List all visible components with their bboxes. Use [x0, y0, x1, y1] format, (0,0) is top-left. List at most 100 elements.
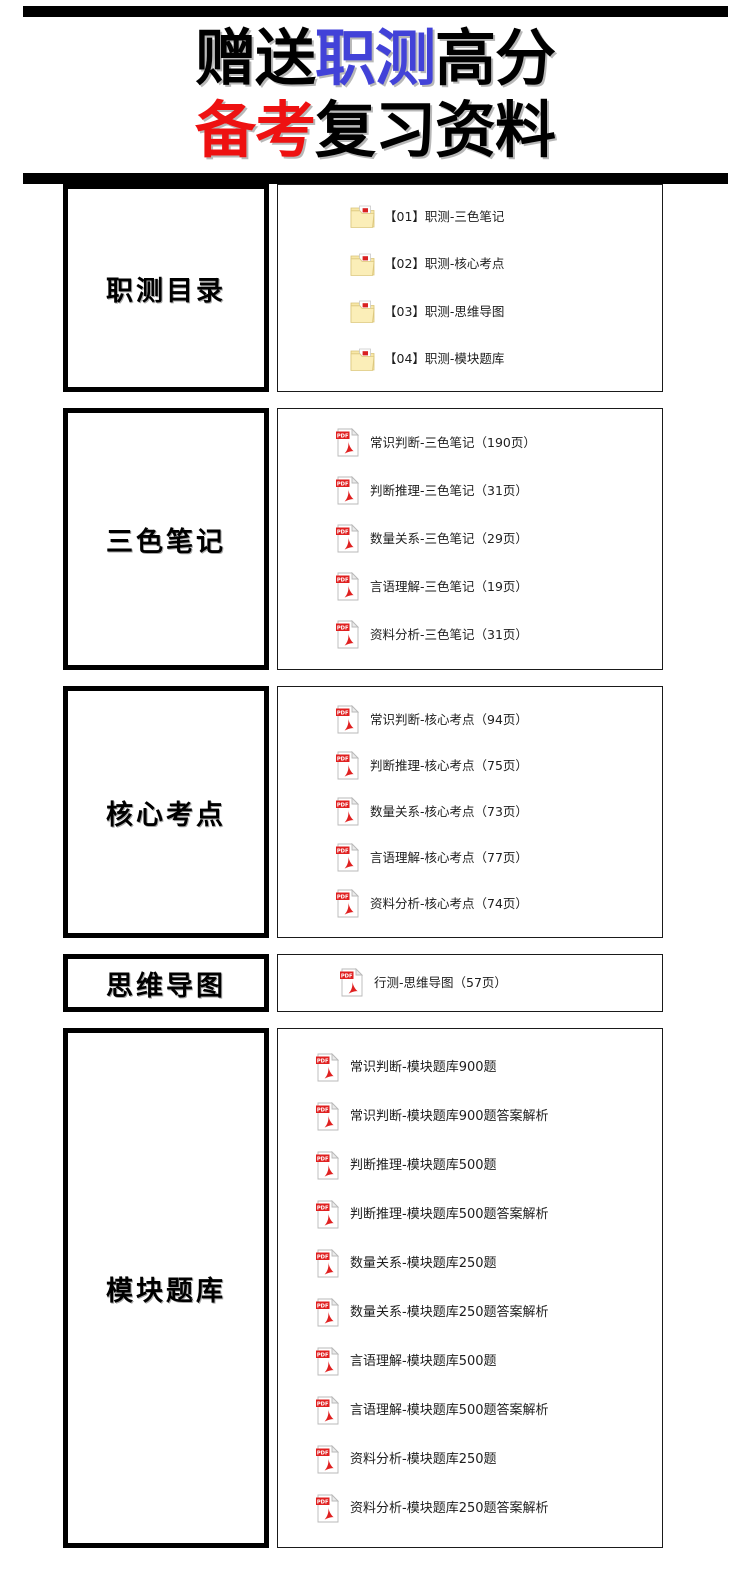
header-rule-top — [22, 6, 728, 17]
svg-text:PDF: PDF — [316, 1107, 328, 1113]
section-label-text: 职测目录 — [106, 275, 226, 307]
pdf-icon: PDF — [306, 1297, 350, 1328]
folder-pdf-icon — [340, 298, 384, 325]
list-item[interactable]: PDF 数量关系-模块题库250题 — [278, 1239, 662, 1288]
list-item[interactable]: PDF 判断推理-模块题库500题 — [278, 1141, 662, 1190]
list-item[interactable]: PDF 数量关系-核心考点（73页） — [278, 789, 662, 835]
section-items-catalog: 【01】职测-三色笔记 【02】职测-核心考点 — [277, 184, 663, 392]
list-item[interactable]: PDF 资料分析-模块题库250题答案解析 — [278, 1484, 662, 1533]
list-item[interactable]: PDF 数量关系-三色笔记（29页） — [278, 515, 662, 563]
list-item[interactable]: PDF 判断推理-模块题库500题答案解析 — [278, 1190, 662, 1239]
svg-text:PDF: PDF — [316, 1352, 328, 1358]
section-label-text: 模块题库 — [106, 1275, 226, 1307]
pdf-icon: PDF — [306, 1150, 350, 1181]
svg-text:PDF: PDF — [336, 529, 348, 535]
svg-text:PDF: PDF — [336, 433, 348, 439]
list-item[interactable]: PDF 常识判断-模块题库900题 — [278, 1043, 662, 1092]
svg-text:PDF: PDF — [336, 625, 348, 631]
pdf-icon: PDF — [326, 572, 370, 602]
svg-text:PDF: PDF — [316, 1303, 328, 1309]
svg-text:PDF: PDF — [316, 1254, 328, 1260]
section-list: 职测目录 【01】职测-三色笔记 — [0, 184, 750, 1548]
list-item[interactable]: PDF 资料分析-核心考点（74页） — [278, 881, 662, 927]
title-block: 赠送职测高分 备考复习资料 — [0, 21, 750, 171]
pdf-icon: PDF — [306, 1199, 350, 1230]
list-item-label: 【04】职测-模块题库 — [384, 351, 505, 367]
promo-header: 赠送职测高分 备考复习资料 — [0, 0, 750, 184]
section-mindmap: 思维导图 PDF 行测-思维导图（57页） — [0, 954, 750, 1012]
list-item-label: 数量关系-三色笔记（29页） — [370, 531, 528, 546]
section-label-mindmap: 思维导图 — [63, 954, 269, 1012]
list-item-label: 常识判断-三色笔记（190页） — [370, 435, 536, 450]
list-item-label: 言语理解-三色笔记（19页） — [370, 579, 528, 594]
svg-text:PDF: PDF — [316, 1058, 328, 1064]
list-item[interactable]: 【04】职测-模块题库 — [278, 336, 662, 384]
list-item-label: 判断推理-模块题库500题 — [350, 1157, 497, 1173]
list-item-label: 资料分析-核心考点（74页） — [370, 896, 528, 911]
pdf-icon: PDF — [326, 751, 370, 781]
list-item[interactable]: PDF 言语理解-模块题库500题 — [278, 1337, 662, 1386]
list-item[interactable]: PDF 常识判断-核心考点（94页） — [278, 697, 662, 743]
list-item-label: 数量关系-模块题库250题 — [350, 1255, 497, 1271]
title-seg-1a: 赠送 — [194, 23, 316, 94]
list-item-label: 【01】职测-三色笔记 — [384, 208, 505, 224]
list-item[interactable]: PDF 行测-思维导图（57页） — [278, 961, 662, 1005]
title-seg-2a: 备考 — [194, 95, 316, 166]
svg-text:PDF: PDF — [316, 1156, 328, 1162]
title-seg-1b: 职测 — [314, 23, 436, 94]
section-label-text: 核心考点 — [106, 799, 226, 831]
title-seg-1c: 高分 — [435, 23, 556, 94]
list-item[interactable]: PDF 常识判断-模块题库900题答案解析 — [278, 1092, 662, 1141]
svg-text:PDF: PDF — [336, 481, 348, 487]
section-label-text: 三色笔记 — [106, 526, 226, 558]
pdf-icon: PDF — [306, 1346, 350, 1377]
pdf-icon: PDF — [326, 428, 370, 458]
section-keypoints: 核心考点 PDF 常识判断-核心考点（94页） — [0, 686, 750, 938]
pdf-icon: PDF — [306, 1101, 350, 1132]
svg-text:PDF: PDF — [336, 894, 348, 900]
list-item[interactable]: PDF 言语理解-模块题库500题答案解析 — [278, 1386, 662, 1435]
section-label-catalog: 职测目录 — [63, 184, 269, 392]
list-item[interactable]: PDF 言语理解-核心考点（77页） — [278, 835, 662, 881]
pdf-icon: PDF — [326, 705, 370, 735]
list-item-label: 言语理解-模块题库500题 — [350, 1353, 497, 1369]
section-items-bank: PDF 常识判断-模块题库900题 PDF 常识判断-模块题库9 — [277, 1028, 663, 1548]
pdf-icon: PDF — [326, 524, 370, 554]
list-item[interactable]: PDF 数量关系-模块题库250题答案解析 — [278, 1288, 662, 1337]
list-item[interactable]: 【02】职测-核心考点 — [278, 241, 662, 289]
pdf-icon: PDF — [306, 1493, 350, 1524]
list-item-label: 判断推理-三色笔记（31页） — [370, 483, 528, 498]
svg-text:PDF: PDF — [336, 577, 348, 583]
list-item-label: 判断推理-模块题库500题答案解析 — [350, 1206, 549, 1222]
pdf-icon: PDF — [326, 620, 370, 650]
list-item-label: 常识判断-核心考点（94页） — [370, 712, 528, 727]
list-item-label: 资料分析-模块题库250题 — [350, 1451, 497, 1467]
list-item[interactable]: 【01】职测-三色笔记 — [278, 193, 662, 241]
section-label-notes: 三色笔记 — [63, 408, 269, 670]
list-item[interactable]: PDF 判断推理-三色笔记（31页） — [278, 467, 662, 515]
list-item-label: 言语理解-核心考点（77页） — [370, 850, 528, 865]
pdf-icon: PDF — [326, 889, 370, 919]
list-item[interactable]: PDF 言语理解-三色笔记（19页） — [278, 563, 662, 611]
list-item[interactable]: PDF 常识判断-三色笔记（190页） — [278, 419, 662, 467]
list-item-label: 数量关系-核心考点（73页） — [370, 804, 528, 819]
section-items-keypoints: PDF 常识判断-核心考点（94页） PDF 判断推理-核心考点 — [277, 686, 663, 938]
svg-text:PDF: PDF — [316, 1401, 328, 1407]
svg-text:PDF: PDF — [340, 973, 352, 979]
list-item[interactable]: PDF 资料分析-三色笔记（31页） — [278, 611, 662, 659]
title-seg-2b: 复习资料 — [315, 95, 556, 166]
section-label-keypoints: 核心考点 — [63, 686, 269, 938]
svg-text:PDF: PDF — [316, 1450, 328, 1456]
list-item[interactable]: PDF 判断推理-核心考点（75页） — [278, 743, 662, 789]
svg-text:PDF: PDF — [336, 756, 348, 762]
list-item-label: 【03】职测-思维导图 — [384, 303, 505, 319]
pdf-icon: PDF — [306, 1395, 350, 1426]
list-item-label: 常识判断-模块题库900题 — [350, 1059, 497, 1075]
pdf-icon: PDF — [326, 843, 370, 873]
list-item[interactable]: PDF 资料分析-模块题库250题 — [278, 1435, 662, 1484]
section-items-notes: PDF 常识判断-三色笔记（190页） PDF 判断推理-三色笔 — [277, 408, 663, 670]
section-items-mindmap: PDF 行测-思维导图（57页） — [277, 954, 663, 1012]
section-label-text: 思维导图 — [106, 970, 226, 1002]
list-item[interactable]: 【03】职测-思维导图 — [278, 288, 662, 336]
pdf-icon: PDF — [330, 968, 374, 998]
